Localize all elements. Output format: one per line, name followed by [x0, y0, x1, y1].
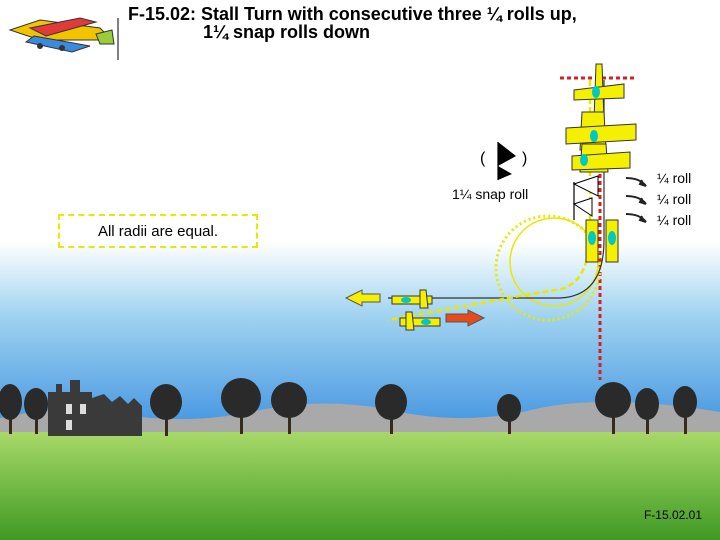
- radii-note: All radii are equal.: [97, 222, 219, 240]
- tree-icon: [0, 378, 697, 436]
- aircraft-logo-icon: [8, 17, 115, 53]
- exit-flight-path: [387, 80, 592, 322]
- entry-flight-path: [388, 80, 605, 299]
- quarter-roll-label-1: ¼ roll: [657, 170, 692, 186]
- quarter-roll-label-3: ¼ roll: [657, 212, 692, 228]
- climbing-aircraft-stack: [565, 63, 637, 173]
- quarter-roll-label-2: ¼ roll: [657, 191, 692, 207]
- radii-note-box: All radii are equal.: [58, 214, 258, 248]
- title-line-1: F-15.02: Stall Turn with consecutive thr…: [128, 4, 577, 24]
- title-line-2: 1¼ snap rolls down: [203, 22, 371, 42]
- exit-direction-arrow: [344, 289, 381, 307]
- exit-aircraft: [391, 289, 433, 309]
- snap-symbol-paren-right: ): [522, 150, 528, 167]
- roll-direction-arrow-icon: [625, 177, 647, 223]
- snap-roll-symbol-icon: [497, 142, 599, 220]
- entry-direction-arrow: [445, 309, 486, 327]
- figure-code: F-15.02.01: [643, 508, 702, 522]
- snap-roll-label: 1¼ snap roll: [452, 186, 529, 202]
- castle-ruin-icon: [48, 380, 142, 436]
- distant-hills: [0, 401, 720, 440]
- descending-aircraft: [585, 219, 619, 263]
- snap-symbol-paren-left: (: [480, 150, 486, 167]
- ground: [0, 432, 720, 540]
- entry-aircraft: [399, 311, 441, 331]
